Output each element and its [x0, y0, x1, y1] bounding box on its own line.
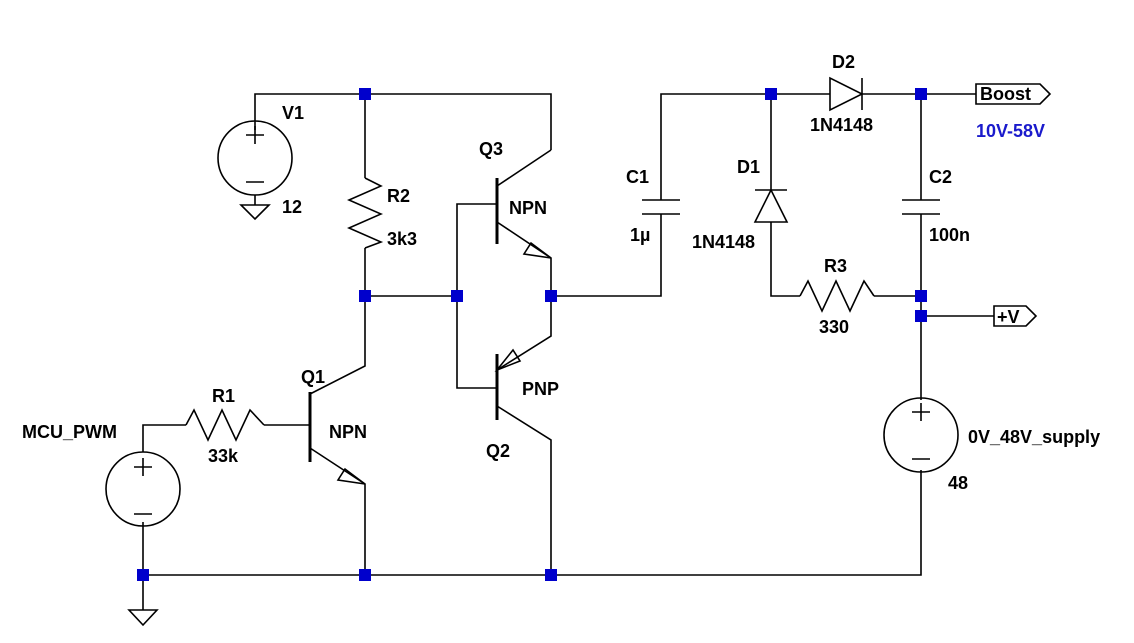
r2-value: 3k3: [387, 229, 417, 249]
pwm-source: [105, 451, 181, 627]
r3-resistor: [799, 279, 875, 313]
c1-value: 1µ: [630, 225, 650, 245]
q1-transistor: [308, 392, 366, 485]
supply-name: 0V_48V_supply: [968, 427, 1100, 447]
d2-name: D2: [832, 52, 855, 72]
boost-flag-label: Boost: [980, 84, 1031, 104]
wires: [142, 93, 994, 610]
q3-transistor: [495, 149, 552, 259]
junction-node: [359, 569, 371, 581]
c2-name: C2: [929, 167, 952, 187]
junction-node: [545, 290, 557, 302]
boost-range-label: 10V-58V: [976, 121, 1045, 141]
q1-name: Q1: [301, 367, 325, 387]
junction-node: [545, 569, 557, 581]
q1-type: NPN: [329, 422, 367, 442]
d2-diode: [829, 76, 864, 112]
d1-value: 1N4148: [692, 232, 755, 252]
junction-node: [765, 88, 777, 100]
vplus-flag-label: +V: [997, 307, 1020, 327]
d2-value: 1N4148: [810, 115, 873, 135]
junction-node: [915, 310, 927, 322]
labels: V1 12 R2 3k3 Q3 NPN PNP Q2 Q1 NPN R1 33k…: [22, 52, 1100, 493]
c2-value: 100n: [929, 225, 970, 245]
v1-source: [217, 120, 293, 221]
c2-capacitor: [902, 199, 940, 215]
junction-node: [915, 88, 927, 100]
q3-name: Q3: [479, 139, 503, 159]
r1-resistor: [185, 408, 265, 442]
junction-node: [359, 88, 371, 100]
vplus-flag: +V: [993, 305, 1038, 327]
supply-value: 48: [948, 473, 968, 493]
main-ground-icon: [127, 609, 159, 627]
v1-name: V1: [282, 103, 304, 123]
q2-name: Q2: [486, 441, 510, 461]
r3-value: 330: [819, 317, 849, 337]
r2-name: R2: [387, 186, 410, 206]
q2-type: PNP: [522, 379, 559, 399]
q3-type: NPN: [509, 198, 547, 218]
c1-name: C1: [626, 167, 649, 187]
r1-value: 33k: [208, 446, 239, 466]
r2-resistor: [347, 177, 384, 249]
r3-name: R3: [824, 256, 847, 276]
junctions: [137, 88, 927, 581]
junction-node: [451, 290, 463, 302]
d1-diode: [753, 188, 789, 223]
c1-capacitor: [642, 199, 680, 215]
q2-transistor: [494, 348, 522, 420]
v1-ground-icon: [239, 204, 271, 221]
r1-name: R1: [212, 386, 235, 406]
junction-node: [915, 290, 927, 302]
d1-name: D1: [737, 157, 760, 177]
pwm-name: MCU_PWM: [22, 422, 117, 442]
boost-flag: Boost: [975, 83, 1052, 105]
junction-node: [137, 569, 149, 581]
junction-node: [359, 290, 371, 302]
supply-source: [883, 397, 959, 473]
v1-value: 12: [282, 197, 302, 217]
